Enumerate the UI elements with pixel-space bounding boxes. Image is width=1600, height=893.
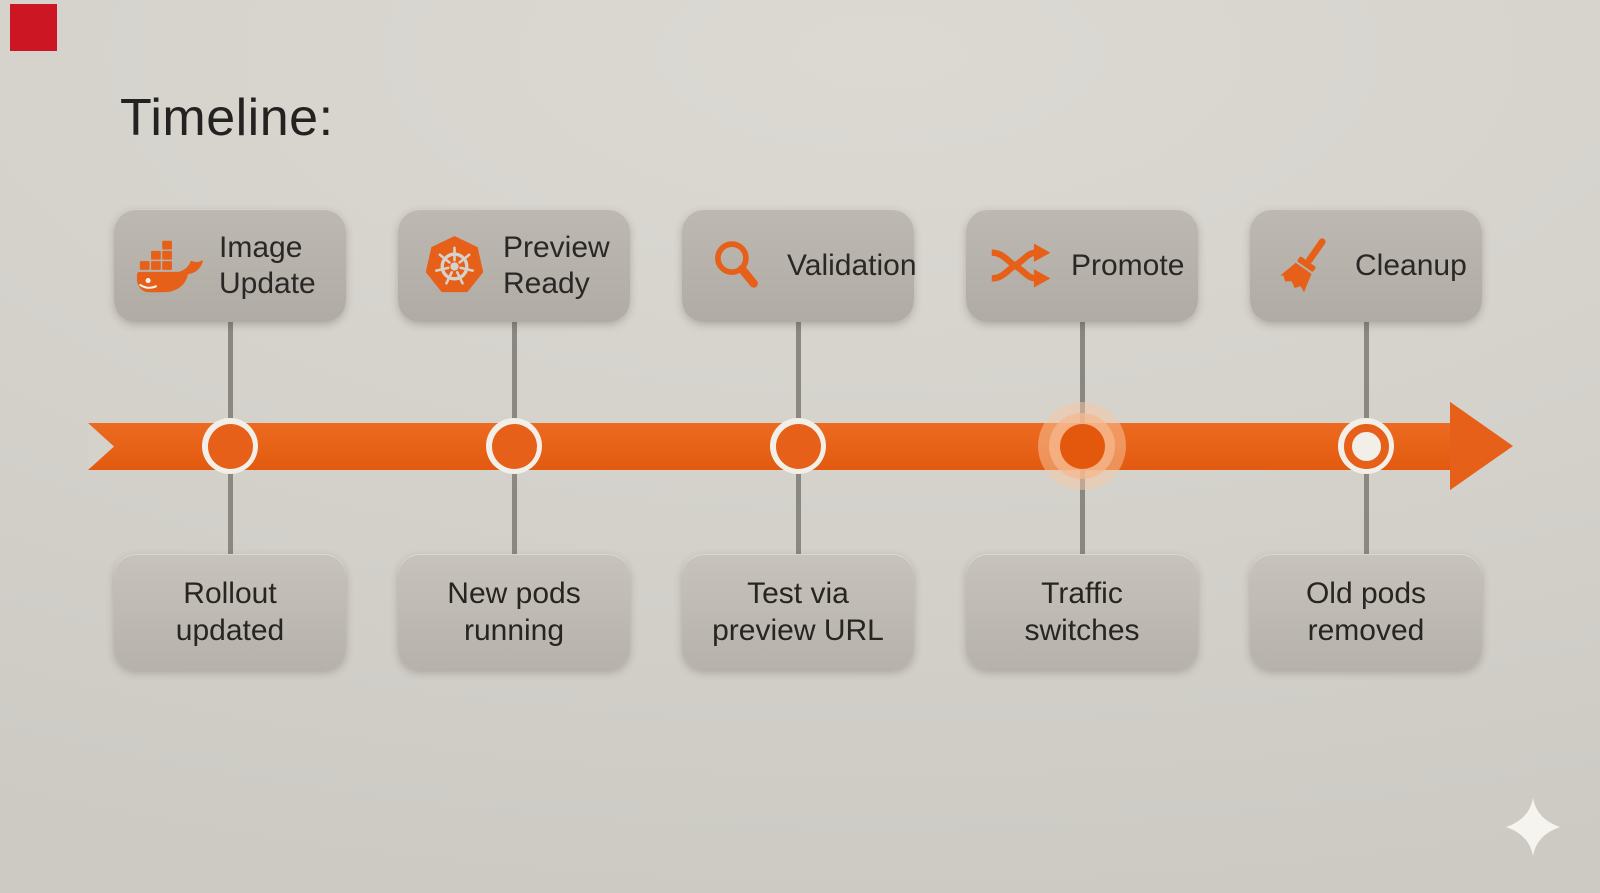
timeline-node <box>770 418 826 474</box>
timeline-node <box>486 418 542 474</box>
stage-label: Cleanup <box>1355 248 1467 282</box>
broom-icon <box>1275 233 1337 299</box>
milestone-1: Image Update Rollout updated <box>114 0 346 893</box>
result-card: New pods running <box>398 554 630 670</box>
stage-card: Preview Ready <box>398 209 630 322</box>
connector-line-top <box>1363 321 1369 424</box>
connector-line-top <box>511 321 517 424</box>
stage-icon-slot <box>1271 231 1341 301</box>
result-card: Rollout updated <box>114 554 346 670</box>
stage-icon-slot <box>987 231 1057 301</box>
shuffle-arrows-icon <box>989 238 1055 294</box>
result-label: Old pods removed <box>1305 577 1427 647</box>
timeline-node <box>1338 418 1394 474</box>
timeline-node <box>1038 402 1126 490</box>
timeline-node-core <box>1059 423 1105 469</box>
milestone-2: Preview Ready New pods running <box>398 0 630 893</box>
connector-line-top <box>795 321 801 424</box>
timeline-node <box>202 418 258 474</box>
timeline-node-mid <box>207 423 253 469</box>
stage-label: Image Update <box>219 230 316 300</box>
result-card: Old pods removed <box>1250 554 1482 670</box>
stage-card: Validation <box>682 209 917 322</box>
milestone-5: Cleanup Old pods removed <box>1250 0 1482 893</box>
connector-line-bottom <box>511 468 517 556</box>
stage-label: Validation <box>787 248 917 282</box>
stage-label: Preview Ready <box>503 230 610 300</box>
result-label: New pods running <box>447 577 581 647</box>
sparkle-icon <box>1506 798 1560 856</box>
result-label: Rollout updated <box>175 577 285 647</box>
docker-whale-icon <box>135 236 205 296</box>
result-label: Traffic switches <box>1024 577 1140 647</box>
connector-line-bottom <box>1363 468 1369 556</box>
connector-line-bottom <box>227 468 233 556</box>
stage-card: Promote <box>966 209 1198 322</box>
page-title: Timeline: <box>120 89 334 147</box>
stage-card: Image Update <box>114 209 346 322</box>
kubernetes-helm-icon <box>423 234 486 297</box>
milestone-3: Validation Test via preview URL <box>682 0 917 893</box>
magnifier-icon <box>710 237 766 295</box>
timeline-node-mid <box>1049 413 1115 479</box>
stage-icon-slot <box>703 231 773 301</box>
connector-line-top <box>227 321 233 424</box>
connector-line-bottom <box>795 468 801 556</box>
result-card: Test via preview URL <box>682 554 914 670</box>
stage-label: Promote <box>1071 248 1185 282</box>
result-card: Traffic switches <box>966 554 1198 670</box>
timeline-node-mid <box>775 423 821 469</box>
connector-line-top <box>1079 321 1085 424</box>
timeline-node-mid <box>1343 423 1389 469</box>
red-corner-marker <box>10 4 57 51</box>
arrow-tail-notch <box>88 423 114 470</box>
stage-icon-slot <box>419 231 489 301</box>
timeline-node-mid <box>491 423 537 469</box>
stage-card: Cleanup <box>1250 209 1482 322</box>
connector-line-bottom <box>1079 468 1085 556</box>
result-label: Test via preview URL <box>712 577 884 647</box>
stage-icon-slot <box>135 231 205 301</box>
milestone-4: Promote Traffic switches <box>966 0 1198 893</box>
